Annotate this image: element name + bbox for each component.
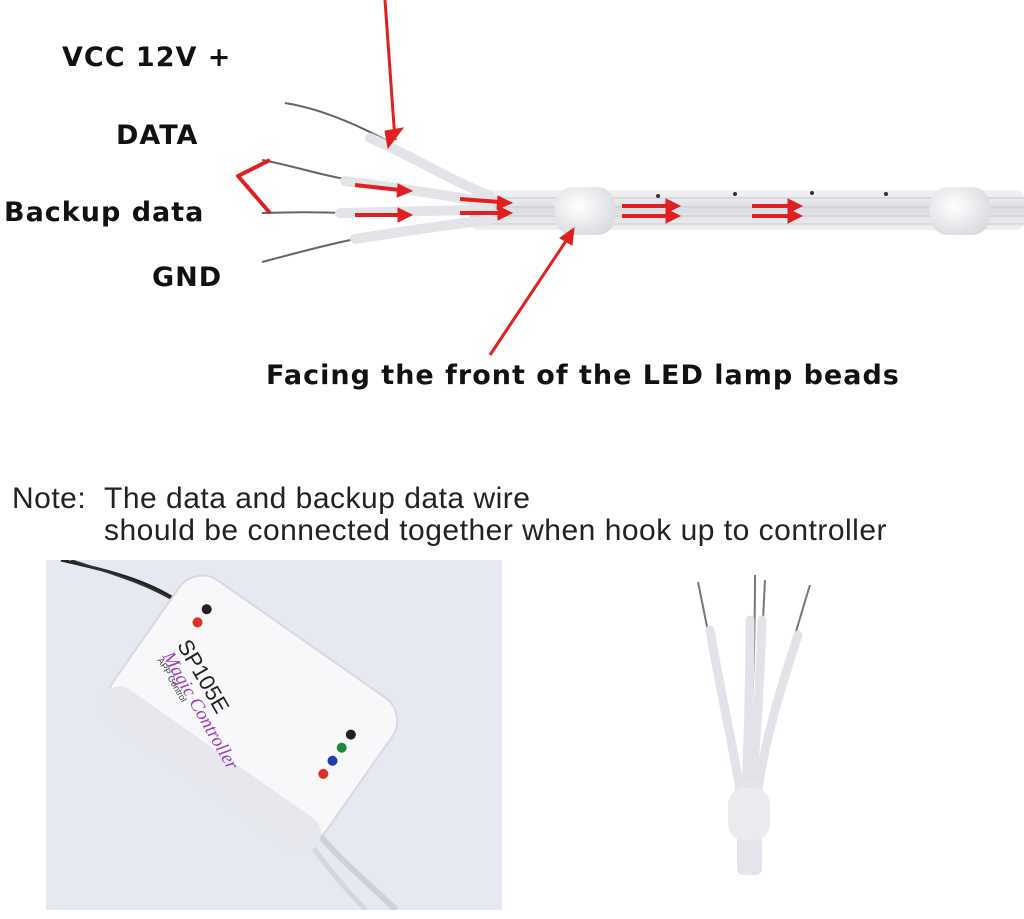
note-line1: The data and backup data wire <box>104 482 531 515</box>
controller-photo: SP105E Magic Controller APP Control <box>46 560 502 910</box>
wire-backup-data <box>261 205 495 218</box>
note-prefix: Note: <box>12 482 87 515</box>
lamp-bead-2 <box>930 187 990 235</box>
label-gnd: GND <box>152 262 223 293</box>
lamp-bead-1 <box>555 187 615 235</box>
note-line2: should be connected together when hook u… <box>104 514 888 547</box>
label-backup-data: Backup data <box>4 197 205 228</box>
wire-bundle-photo <box>640 560 880 890</box>
label-data: DATA <box>116 120 199 151</box>
label-vcc: VCC 12V + <box>62 42 232 73</box>
wire-gnd <box>261 215 495 263</box>
caption-front: Facing the front of the LED lamp beads <box>266 360 900 391</box>
backup-bracket <box>236 158 272 215</box>
wire-bundle-illustration <box>697 574 811 875</box>
wiring-diagram <box>236 0 1024 356</box>
controller-illustration <box>60 560 399 910</box>
wire-vcc <box>284 102 495 201</box>
signal-arrows <box>354 0 804 356</box>
